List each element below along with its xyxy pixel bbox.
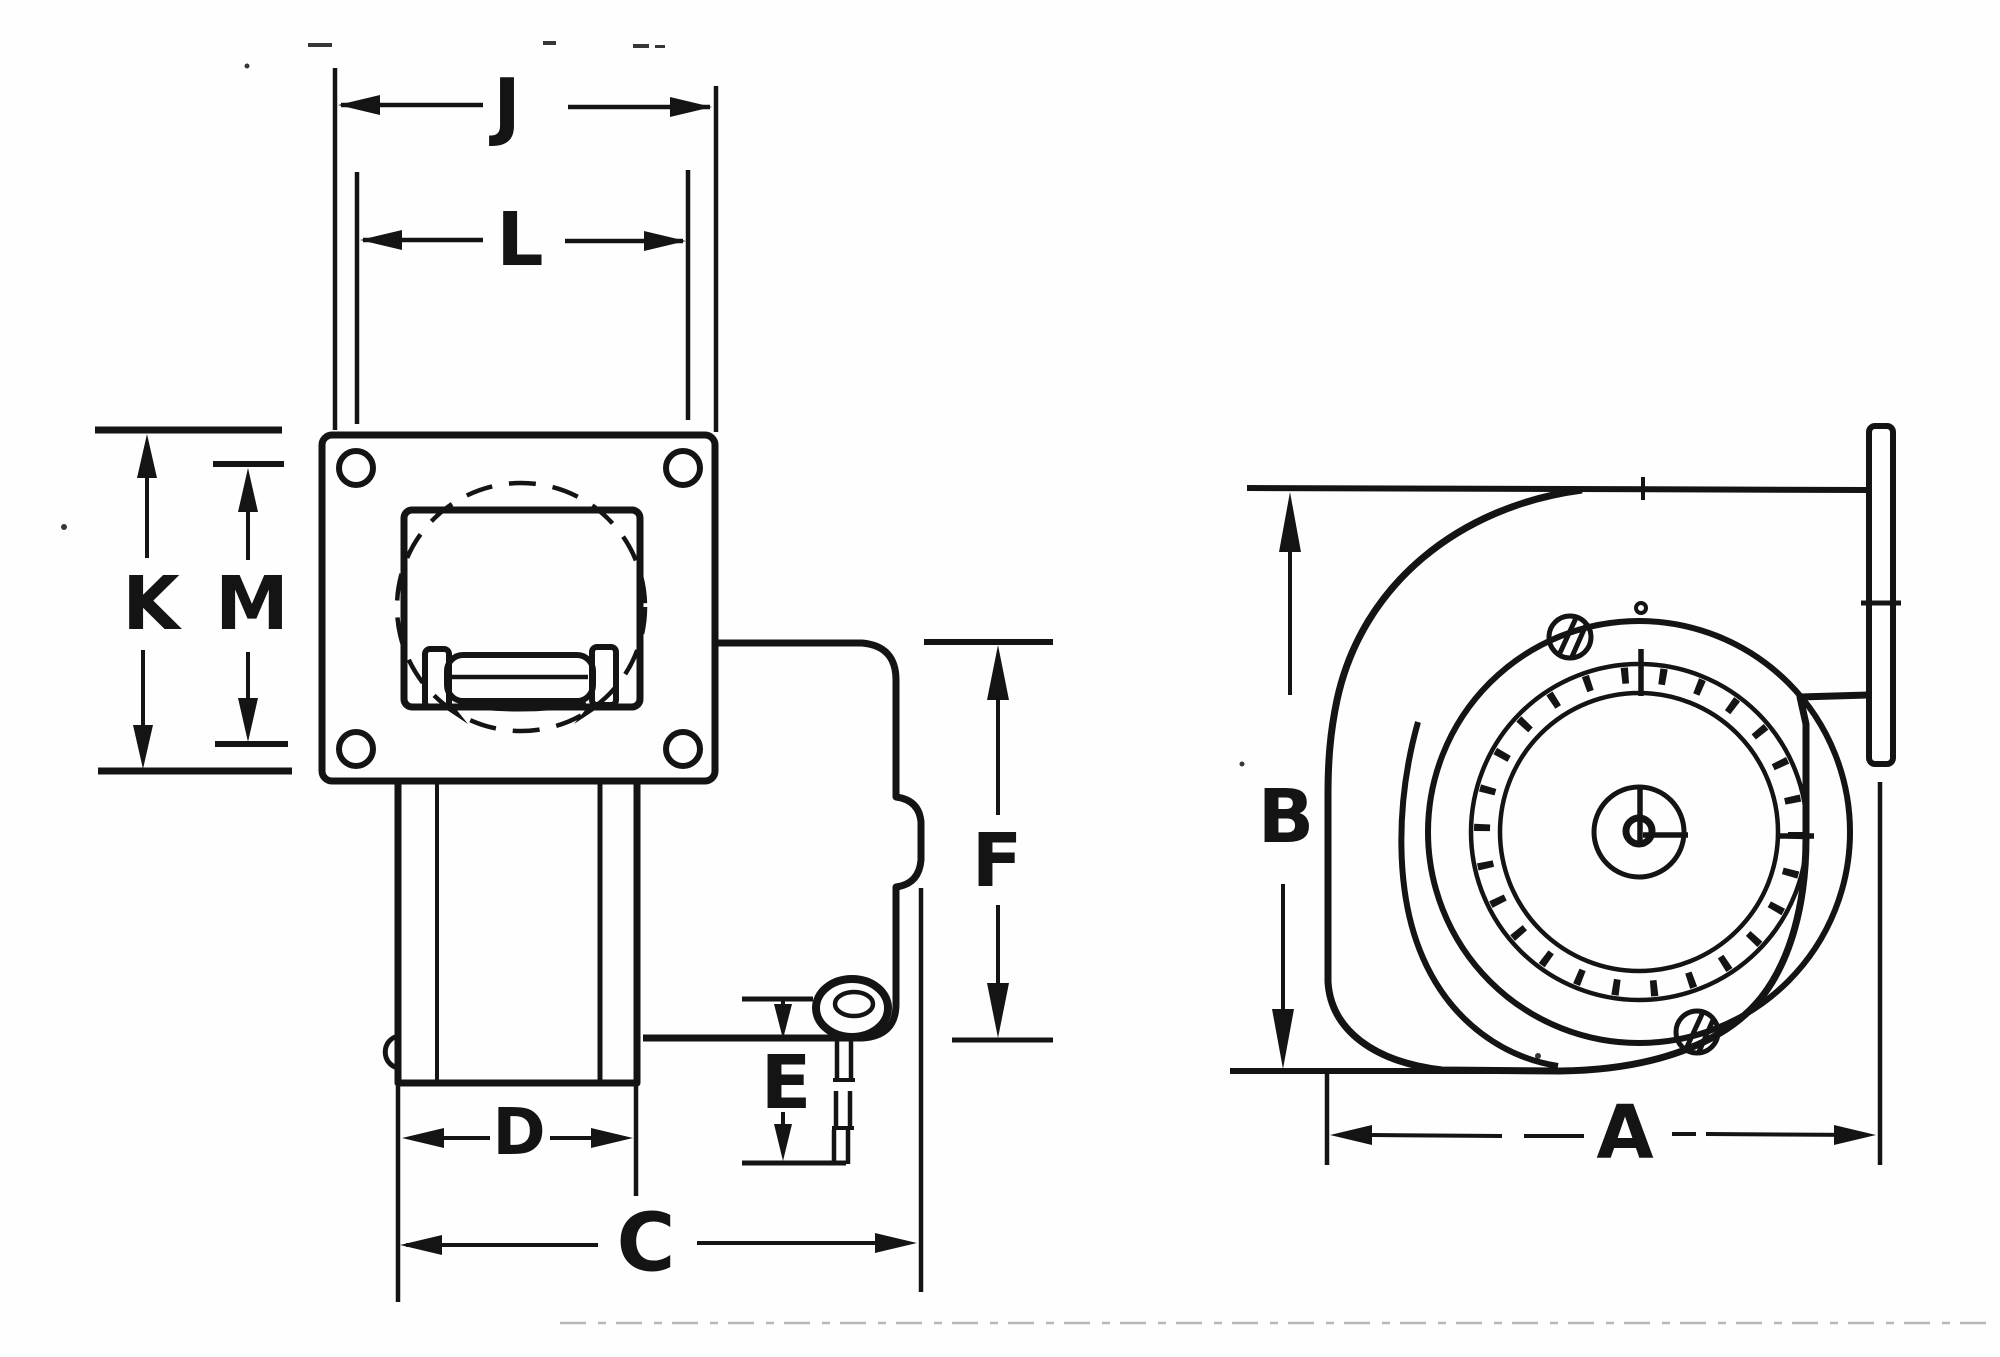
bolt-hole-top-left <box>336 448 376 488</box>
arrowhead-right <box>591 1128 633 1148</box>
dim-label-M: M <box>215 561 289 647</box>
scroll-inner-volute <box>1398 721 1559 1069</box>
scan-speck <box>543 41 556 45</box>
dim-label-A: A <box>1596 1090 1653 1176</box>
dim-label-K: K <box>122 561 182 647</box>
fitting-ring-outer <box>812 975 892 1041</box>
arrowhead-right <box>644 231 686 251</box>
arrowhead-left <box>338 95 380 115</box>
inlet-body <box>394 777 641 1087</box>
dim-J: J <box>338 63 712 149</box>
arrowhead-down <box>774 1124 792 1161</box>
motor-housing <box>643 639 925 1042</box>
outlet-flange <box>1866 423 1896 767</box>
scan-speck <box>633 44 649 48</box>
screw-bottom <box>1673 1008 1721 1056</box>
scan-speck <box>308 43 332 47</box>
dim-label-C: C <box>617 1197 676 1290</box>
hub-shadow-right <box>574 704 604 724</box>
dim-C: C <box>400 1197 917 1290</box>
terminal-fitting <box>812 975 892 1164</box>
inlet-body-tab <box>382 1033 399 1071</box>
screw-slot <box>1568 623 1589 661</box>
scroll-housing-outline <box>1324 486 1869 1075</box>
arrowhead-up <box>238 468 258 512</box>
front-view: J L K M <box>95 63 1053 1302</box>
end-view: B <box>1230 423 1901 1176</box>
centerline-marker-dot <box>1634 601 1648 615</box>
screw-slot <box>1683 1010 1706 1051</box>
scan-artifacts <box>61 41 1995 1325</box>
hub-end-cap-left <box>422 646 452 710</box>
dim-M: M <box>213 461 289 747</box>
arrowhead-left <box>402 1128 444 1148</box>
arrowhead-up <box>987 645 1009 700</box>
arrowhead-left <box>400 1235 442 1255</box>
hub-end-cap-right <box>589 644 619 708</box>
dim-K: K <box>95 426 292 775</box>
arrowhead-down <box>1272 1009 1294 1069</box>
scan-speck <box>1535 1053 1541 1059</box>
dim-label-J: J <box>488 63 521 149</box>
motor-end-bell <box>1425 618 1853 1046</box>
dim-label-L: L <box>496 197 543 283</box>
arrowhead-down <box>133 725 153 769</box>
hub-bar-underline <box>457 701 587 712</box>
scan-speck <box>61 524 67 530</box>
dim-B: B <box>1230 492 1542 1074</box>
hub-shadow-left <box>438 704 468 724</box>
arrowhead-up <box>137 434 157 478</box>
dim-F: F <box>924 639 1053 1043</box>
fitting-ring-inner <box>832 989 876 1019</box>
scan-speck <box>244 63 250 69</box>
dim-label-E: E <box>761 1040 812 1126</box>
screw-slot <box>1695 1018 1716 1056</box>
dim-label-D: D <box>492 1096 545 1170</box>
dim-label-F: F <box>972 818 1023 904</box>
scan-speck <box>1239 761 1245 767</box>
dim-A: A <box>1324 782 1883 1176</box>
screw-top <box>1546 613 1594 661</box>
ref-line-top <box>1246 485 1869 493</box>
motor-serrated-ring <box>1474 667 1804 997</box>
dim-line <box>1371 1133 1503 1138</box>
screw-slot <box>1556 616 1579 657</box>
discharge-opening <box>400 506 644 711</box>
dim-L: L <box>360 197 686 283</box>
arrowhead-up <box>1279 492 1301 552</box>
arrowhead-left <box>1330 1125 1372 1145</box>
bolt-hole-bottom-right <box>663 729 703 769</box>
blower-wheel-dashed-circle <box>394 480 648 734</box>
arrowhead-down <box>774 1004 792 1039</box>
arrowhead-down <box>987 983 1009 1038</box>
dim-E: E <box>742 996 846 1166</box>
arrowhead-right <box>670 97 712 117</box>
dim-D: D <box>395 1086 639 1302</box>
bolt-hole-bottom-left <box>336 729 376 769</box>
dim-label-B: B <box>1258 774 1314 860</box>
arrowhead-right <box>1834 1125 1876 1145</box>
bolt-hole-top-right <box>663 448 703 488</box>
arrowhead-right <box>875 1233 917 1253</box>
arrowhead-left <box>360 230 402 250</box>
wheel-hub-slot <box>422 644 619 724</box>
arrowhead-down <box>238 698 258 742</box>
scan-speck <box>655 45 665 48</box>
